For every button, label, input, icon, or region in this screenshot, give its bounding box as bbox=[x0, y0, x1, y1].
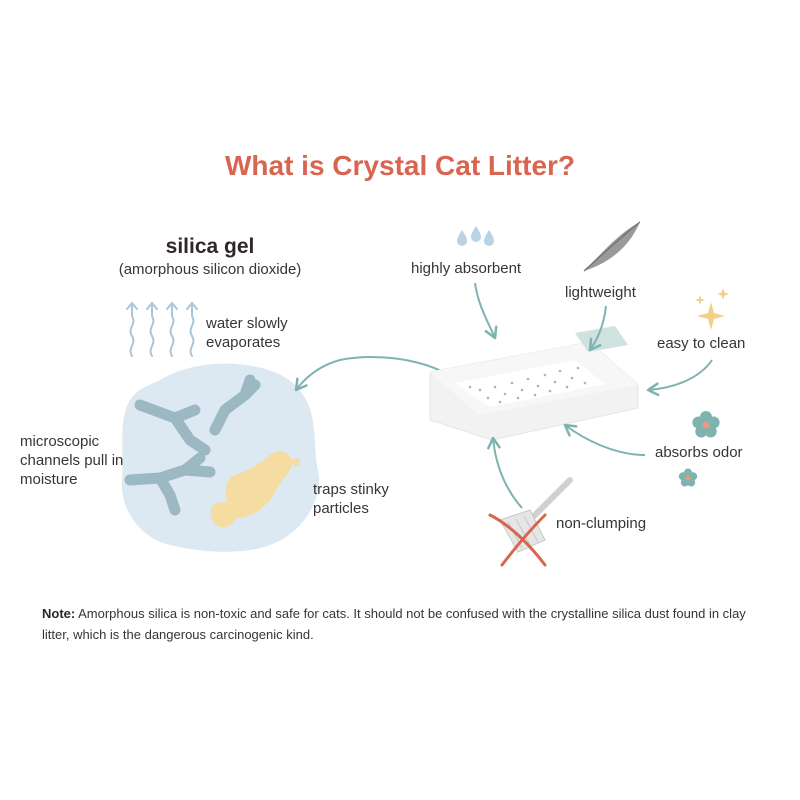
scooper-icon bbox=[488, 477, 573, 567]
water-drops-icon bbox=[457, 226, 494, 246]
silica-gel-subtitle: (amorphous silicon dioxide) bbox=[118, 261, 302, 278]
footnote-label: Note: bbox=[42, 606, 76, 621]
arrow-non-clumping bbox=[487, 436, 523, 509]
litter-box-icon bbox=[429, 326, 639, 441]
arrow-absorbs-odor bbox=[563, 423, 646, 456]
label-highly-absorbent: highly absorbent bbox=[411, 260, 522, 277]
cross-mark-icon bbox=[488, 513, 547, 567]
feather-icon bbox=[583, 221, 641, 272]
arrow-absorbent bbox=[474, 282, 498, 340]
trapped-particles bbox=[210, 451, 300, 528]
footnote: Note: Amorphous silica is non-toxic and … bbox=[42, 603, 762, 645]
arrow-lightweight bbox=[588, 305, 607, 352]
silica-gel-illustration bbox=[121, 363, 320, 552]
label-traps-particles: traps stinky particles bbox=[313, 481, 389, 517]
label-microscopic-channels: microscopic channels pull in moisture bbox=[20, 433, 124, 488]
label-non-clumping: non-clumping bbox=[556, 515, 647, 532]
evaporation-icon bbox=[126, 301, 198, 357]
label-water-evaporates: water slowly evaporates bbox=[206, 315, 288, 351]
label-easy-to-clean: easy to clean bbox=[657, 335, 746, 352]
label-lightweight: lightweight bbox=[565, 284, 636, 301]
page-title: What is Crystal Cat Litter? bbox=[224, 150, 576, 181]
flower-icon bbox=[678, 411, 720, 487]
label-absorbs-odor: absorbs odor bbox=[655, 444, 743, 461]
silica-gel-heading: silica gel bbox=[165, 235, 255, 258]
silica-channels bbox=[124, 374, 261, 516]
arrow-easy-clean bbox=[646, 359, 713, 397]
sparkles-icon bbox=[695, 288, 729, 330]
footnote-text: Amorphous silica is non-toxic and safe f… bbox=[42, 606, 746, 642]
